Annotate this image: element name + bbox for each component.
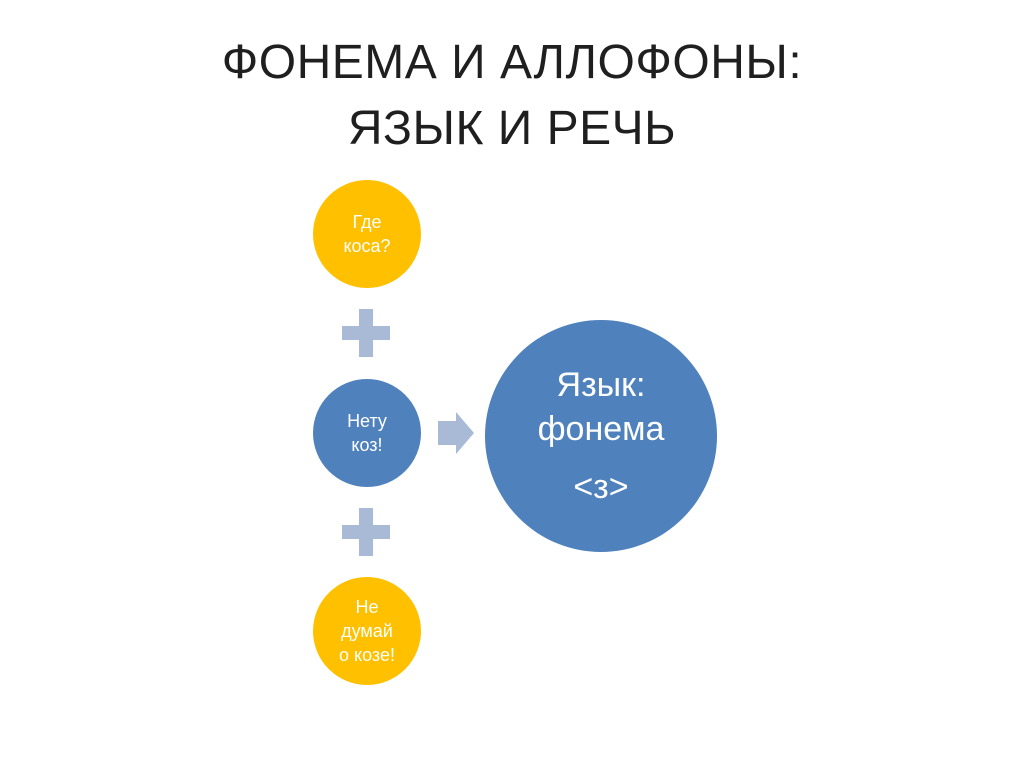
result-line-2: фонема — [537, 410, 665, 448]
node-middle: Нету коз! — [313, 379, 421, 487]
node-middle-label: Нету коз! — [347, 411, 387, 455]
slide-title: ФОНЕМА И АЛЛОФОНЫ: ЯЗЫК И РЕЧЬ — [0, 30, 1024, 162]
arrow-right-icon — [438, 412, 474, 454]
result-line-1: Язык: — [556, 366, 646, 404]
plus-icon — [342, 309, 390, 357]
node-top: Где коса? — [313, 180, 421, 288]
title-line-2: ЯЗЫК И РЕЧЬ — [347, 102, 677, 155]
node-bottom: Не думай о козе! — [313, 577, 421, 685]
result-node: Язык: фонема <з> — [485, 320, 717, 552]
plus-icon — [342, 508, 390, 556]
node-bottom-label: Не думай о козе! — [339, 597, 395, 665]
result-line-3: <з> — [573, 468, 629, 506]
node-top-label: Где коса? — [343, 212, 391, 256]
title-line-1: ФОНЕМА И АЛЛОФОНЫ: — [221, 36, 803, 89]
